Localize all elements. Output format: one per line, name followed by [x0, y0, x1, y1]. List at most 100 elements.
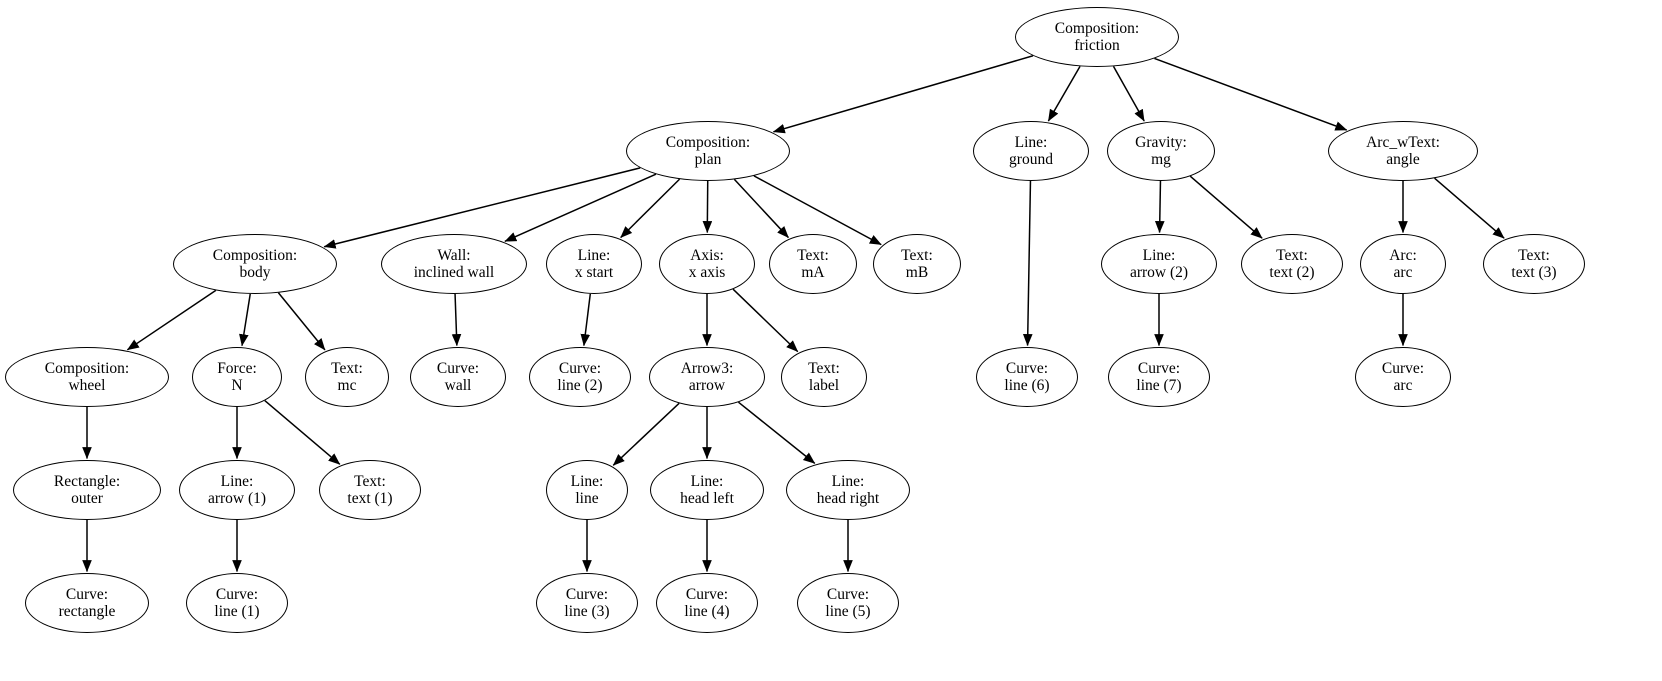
graph-node-line5[interactable]: Curve:line (5): [797, 573, 899, 633]
graph-node-friction[interactable]: Composition:friction: [1015, 7, 1179, 67]
node-name: wall: [444, 377, 472, 394]
node-name: arrow (2): [1129, 264, 1189, 281]
node-kind: Force:: [217, 359, 257, 377]
graph-node-head_left[interactable]: Line:head left: [650, 460, 764, 520]
graph-node-mg[interactable]: Gravity:mg: [1107, 121, 1215, 181]
node-label: Composition:wheel: [43, 360, 131, 395]
graph-node-xstart[interactable]: Line:x start: [546, 234, 642, 294]
node-kind: Rectangle:: [53, 472, 121, 490]
node-name: line (5): [825, 603, 871, 620]
graph-node-xaxis[interactable]: Axis:x axis: [659, 234, 755, 294]
node-name: N: [231, 377, 243, 394]
graph-node-wheel[interactable]: Composition:wheel: [5, 347, 169, 407]
node-name: x axis: [688, 264, 726, 281]
node-kind: Line:: [1142, 246, 1176, 264]
node-kind: Curve:: [565, 585, 609, 603]
node-kind: Arc_wText:: [1366, 133, 1440, 151]
graph-node-rectangle[interactable]: Curve:rectangle: [25, 573, 149, 633]
graph-node-text1[interactable]: Text:text (1): [319, 460, 421, 520]
graph-node-angle[interactable]: Arc_wText:angle: [1328, 121, 1478, 181]
node-label: Composition:plan: [664, 134, 752, 169]
node-kind: Composition:: [1054, 19, 1140, 37]
graph-node-line7[interactable]: Curve:line (7): [1108, 347, 1210, 407]
graph-node-outer[interactable]: Rectangle:outer: [13, 460, 161, 520]
node-kind: Text:: [1276, 246, 1308, 264]
graph-node-mA[interactable]: Text:mA: [769, 234, 857, 294]
node-label: Text:text (1): [345, 473, 394, 508]
node-label: Line:arrow (1): [206, 473, 268, 508]
node-name: mB: [905, 264, 929, 281]
node-name: text (1): [347, 490, 393, 507]
node-name: line (6): [1004, 377, 1050, 394]
graph-node-text2[interactable]: Text:text (2): [1241, 234, 1343, 294]
node-kind: Text:: [901, 246, 933, 264]
node-kind: Curve:: [1137, 359, 1181, 377]
node-label: Curve:line (3): [562, 586, 611, 621]
graph-node-ground[interactable]: Line:ground: [973, 121, 1089, 181]
graph-node-text3[interactable]: Text:text (3): [1483, 234, 1585, 294]
graph-node-mB[interactable]: Text:mB: [873, 234, 961, 294]
graph-node-line1[interactable]: Curve:line (1): [186, 573, 288, 633]
node-kind: Gravity:: [1135, 133, 1187, 151]
node-label: Text:text (2): [1267, 247, 1316, 282]
graph-node-forceN[interactable]: Force:N: [192, 347, 282, 407]
node-label: Curve:arc: [1380, 360, 1426, 395]
node-kind: Curve:: [685, 585, 729, 603]
node-label: Rectangle:outer: [52, 473, 122, 508]
node-label: Composition:body: [211, 247, 299, 282]
node-name: angle: [1386, 151, 1420, 168]
node-name: text (3): [1511, 264, 1557, 281]
graph-node-label[interactable]: Text:label: [781, 347, 867, 407]
node-kind: Curve:: [65, 585, 109, 603]
node-label: Line:line: [569, 473, 606, 508]
graph-node-head_right[interactable]: Line:head right: [786, 460, 910, 520]
node-name: line (4): [684, 603, 730, 620]
node-name: x start: [574, 264, 614, 281]
node-kind: Arrow3:: [680, 359, 734, 377]
node-label: Line:x start: [573, 247, 615, 282]
graph-node-arc_node[interactable]: Arc:arc: [1360, 234, 1446, 294]
graph-node-line2[interactable]: Curve:line (2): [529, 347, 631, 407]
node-name: outer: [71, 490, 103, 507]
graph-node-mc[interactable]: Text:mc: [305, 347, 389, 407]
node-label: Curve:wall: [435, 360, 481, 395]
node-label: Curve:rectangle: [57, 586, 118, 621]
node-label: Curve:line (2): [555, 360, 604, 395]
graph-node-arc_curve[interactable]: Curve:arc: [1355, 347, 1451, 407]
graph-node-arrow1[interactable]: Line:arrow (1): [179, 460, 295, 520]
graph-node-arrow3[interactable]: Arrow3:arrow: [649, 347, 765, 407]
node-label: Text:mc: [329, 360, 365, 395]
graph-node-line_line[interactable]: Line:line: [546, 460, 628, 520]
node-kind: Curve:: [215, 585, 259, 603]
graph-node-plan[interactable]: Composition:plan: [626, 121, 790, 181]
node-name: arc: [1393, 264, 1413, 281]
node-kind: Curve:: [1005, 359, 1049, 377]
node-name: rectangle: [58, 603, 116, 620]
graph-node-line3[interactable]: Curve:line (3): [536, 573, 638, 633]
node-name: body: [239, 264, 271, 281]
node-name: mg: [1151, 151, 1171, 168]
graph-node-arrow2[interactable]: Line:arrow (2): [1101, 234, 1217, 294]
node-name: wheel: [68, 377, 106, 394]
node-name: mA: [801, 264, 825, 281]
graph-node-wall_curve[interactable]: Curve:wall: [410, 347, 506, 407]
graph-node-wall_node[interactable]: Wall:inclined wall: [381, 234, 527, 294]
node-label: Wall:inclined wall: [412, 247, 497, 282]
node-kind: Line:: [577, 246, 611, 264]
node-name: text (2): [1269, 264, 1315, 281]
graph-node-line6[interactable]: Curve:line (6): [976, 347, 1078, 407]
node-kind: Curve:: [826, 585, 870, 603]
node-name: line: [575, 490, 599, 507]
node-kind: Wall:: [437, 246, 471, 264]
node-name: friction: [1074, 37, 1120, 54]
node-name: ground: [1009, 151, 1053, 168]
graph-node-body[interactable]: Composition:body: [173, 234, 337, 294]
node-kind: Curve:: [436, 359, 480, 377]
graph-node-line4[interactable]: Curve:line (4): [656, 573, 758, 633]
node-name: arrow (1): [207, 490, 267, 507]
node-name: label: [808, 377, 840, 394]
node-label: Line:arrow (2): [1128, 247, 1190, 282]
node-kind: Text:: [354, 472, 386, 490]
